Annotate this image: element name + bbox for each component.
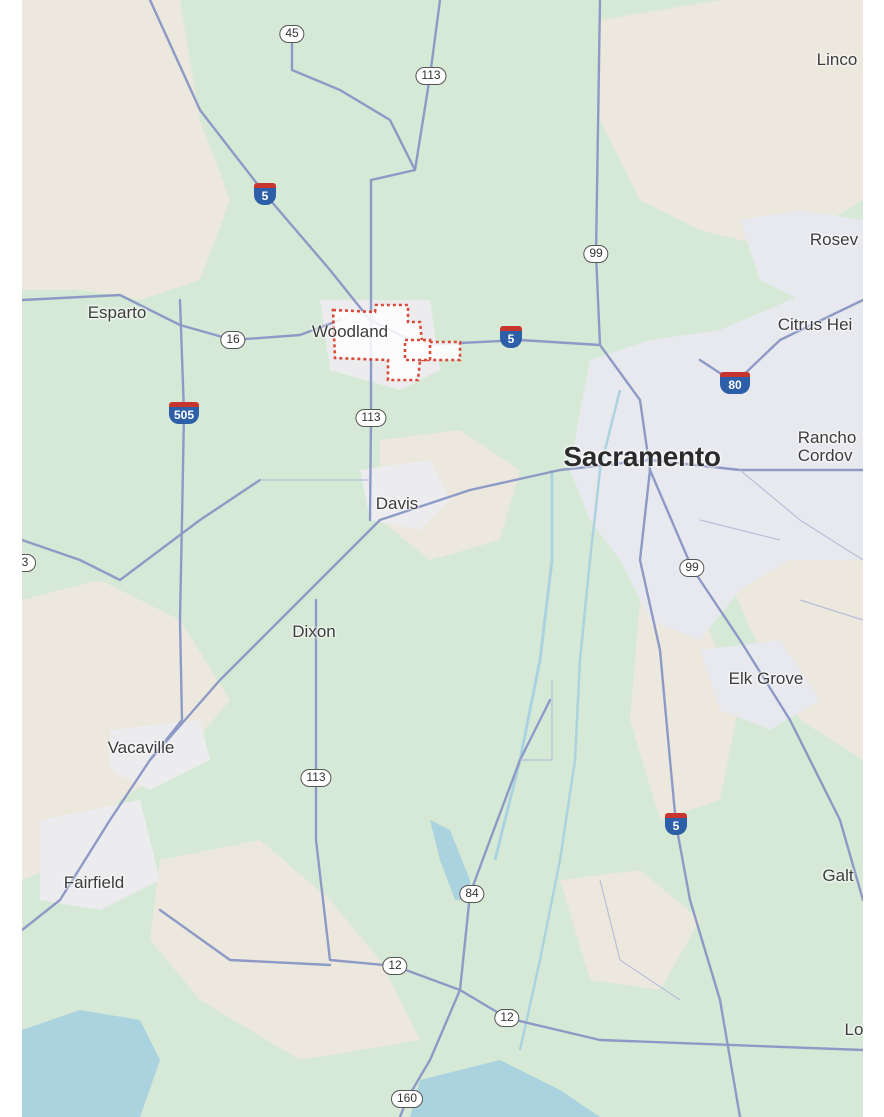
city-label-citrus-heights[interactable]: Citrus Hei xyxy=(777,315,853,334)
interstate-shield-number: 80 xyxy=(720,377,750,394)
city-label-davis[interactable]: Davis xyxy=(375,494,419,513)
map-base-layer xyxy=(22,0,863,1117)
city-label-galt[interactable]: Galt xyxy=(822,866,854,885)
city-label-woodland[interactable]: Woodland xyxy=(311,322,389,341)
interstate-shield-5: 5 xyxy=(500,326,522,348)
interstate-shield-top xyxy=(254,183,276,188)
dry-land-area xyxy=(560,870,700,990)
city-label-dixon[interactable]: Dixon xyxy=(292,622,336,641)
urban-area xyxy=(740,210,863,300)
interstate-shield-top xyxy=(169,402,199,407)
water-channel xyxy=(493,470,554,861)
urban-area xyxy=(570,270,863,640)
interstate-shield-5: 5 xyxy=(254,183,276,205)
water-river xyxy=(430,820,470,900)
interstate-shield-number: 5 xyxy=(665,818,687,835)
route-shield-12: 12 xyxy=(494,1009,520,1027)
interstate-shield-top xyxy=(720,372,750,377)
dry-land-area xyxy=(720,540,863,760)
water-river xyxy=(518,389,622,1051)
urban-area xyxy=(700,640,820,730)
city-label-fairfield[interactable]: Fairfield xyxy=(63,873,125,892)
city-label-rancho-cordova[interactable]: Rancho Cordov xyxy=(797,428,857,465)
city-label-elk-grove[interactable]: Elk Grove xyxy=(728,669,804,688)
interstate-shield-number: 505 xyxy=(169,407,199,424)
city-label-lincoln[interactable]: Linco xyxy=(816,50,858,69)
city-label-esparto[interactable]: Esparto xyxy=(87,303,147,322)
minor-road-network xyxy=(260,469,863,1001)
route-shield-113: 113 xyxy=(300,769,332,787)
woodland-boundary xyxy=(331,303,462,382)
route-shield-12: 12 xyxy=(382,957,408,975)
dry-land-area xyxy=(600,0,863,250)
route-shield-16: 16 xyxy=(220,331,246,349)
route-shield-113: 113 xyxy=(415,67,447,85)
city-label-sacramento[interactable]: Sacramento xyxy=(563,441,721,472)
dry-land-area xyxy=(150,840,420,1060)
interstate-shield-top xyxy=(500,326,522,331)
route-shield-160: 160 xyxy=(390,1090,424,1108)
route-shield-99: 99 xyxy=(583,245,609,263)
interstate-shield-number: 5 xyxy=(500,331,522,348)
dry-land-area xyxy=(22,0,230,300)
city-label-lodi[interactable]: Lo xyxy=(844,1020,863,1039)
city-label-roseville[interactable]: Rosev xyxy=(809,230,859,249)
route-shield-3: 3 xyxy=(22,554,36,572)
route-shield-113: 113 xyxy=(355,409,387,427)
interstate-shield-505: 505 xyxy=(169,402,199,424)
water-bay xyxy=(22,1010,160,1117)
interstate-shield-number: 5 xyxy=(254,188,276,205)
interstate-shield-80: 80 xyxy=(720,372,750,394)
route-shield-99: 99 xyxy=(679,559,705,577)
urban-area xyxy=(110,720,210,790)
interstate-shield-5: 5 xyxy=(665,813,687,835)
interstate-shield-top xyxy=(665,813,687,818)
city-label-vacaville[interactable]: Vacaville xyxy=(107,738,175,757)
route-shield-84: 84 xyxy=(459,885,485,903)
urban-area xyxy=(360,460,450,530)
route-shield-45: 45 xyxy=(279,25,305,43)
water-river xyxy=(410,1060,600,1117)
